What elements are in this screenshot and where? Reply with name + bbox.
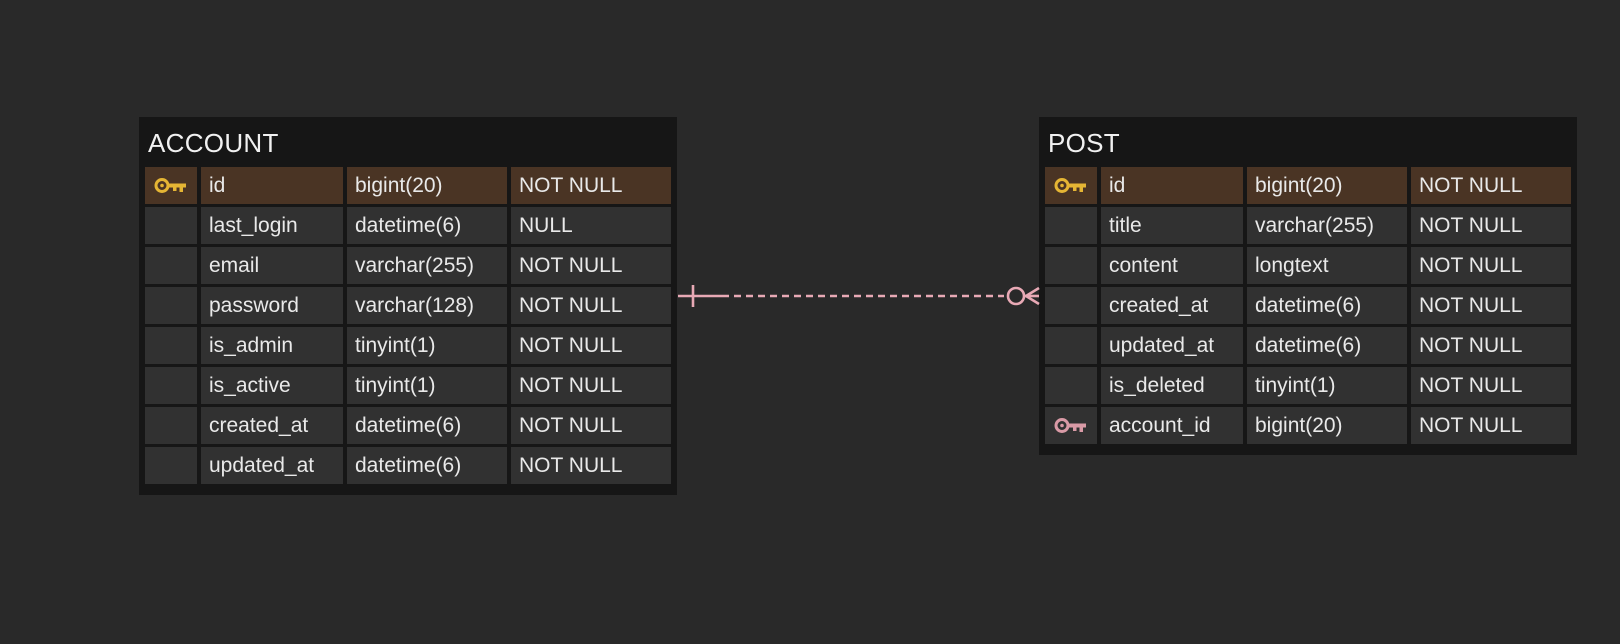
column-type: datetime(6) xyxy=(347,207,507,244)
column-nullability: NOT NULL xyxy=(1411,167,1571,204)
table-row[interactable]: is_admin tinyint(1) NOT NULL xyxy=(145,327,671,364)
column-nullability: NOT NULL xyxy=(511,327,671,364)
column-type: datetime(6) xyxy=(347,447,507,484)
table-row[interactable]: is_deleted tinyint(1) NOT NULL xyxy=(1045,367,1571,404)
table-row[interactable]: email varchar(255) NOT NULL xyxy=(145,247,671,284)
key-cell xyxy=(145,327,197,364)
column-name: is_deleted xyxy=(1101,367,1243,404)
column-type: varchar(255) xyxy=(1247,207,1407,244)
column-type: bigint(20) xyxy=(1247,167,1407,204)
column-nullability: NOT NULL xyxy=(1411,287,1571,324)
post-table-title: POST xyxy=(1048,128,1120,158)
table-row[interactable]: password varchar(128) NOT NULL xyxy=(145,287,671,324)
account-table-title: ACCOUNT xyxy=(148,128,279,158)
key-cell xyxy=(1045,167,1097,204)
column-nullability: NOT NULL xyxy=(1411,247,1571,284)
column-type: tinyint(1) xyxy=(347,367,507,404)
key-cell xyxy=(1045,327,1097,364)
key-cell xyxy=(145,167,197,204)
column-type: tinyint(1) xyxy=(347,327,507,364)
column-nullability: NOT NULL xyxy=(511,247,671,284)
table-row[interactable]: id bigint(20) NOT NULL xyxy=(145,167,671,204)
column-name: account_id xyxy=(1101,407,1243,444)
column-nullability: NOT NULL xyxy=(1411,367,1571,404)
column-nullability: NOT NULL xyxy=(511,287,671,324)
post-columns: id bigint(20) NOT NULL title varchar(255… xyxy=(1039,167,1577,444)
key-cell xyxy=(1045,207,1097,244)
table-row[interactable]: id bigint(20) NOT NULL xyxy=(1045,167,1571,204)
key-cell xyxy=(145,207,197,244)
account-table[interactable]: ACCOUNT id bigint(20) NOT NULL last_logi… xyxy=(139,117,677,495)
table-row[interactable]: updated_at datetime(6) NOT NULL xyxy=(145,447,671,484)
column-name: id xyxy=(1101,167,1243,204)
column-nullability: NOT NULL xyxy=(1411,407,1571,444)
key-cell xyxy=(145,247,197,284)
column-name: id xyxy=(201,167,343,204)
column-name: created_at xyxy=(201,407,343,444)
column-type: longtext xyxy=(1247,247,1407,284)
column-nullability: NOT NULL xyxy=(511,407,671,444)
column-name: is_active xyxy=(201,367,343,404)
key-cell xyxy=(1045,367,1097,404)
table-row[interactable]: account_id bigint(20) NOT NULL xyxy=(1045,407,1571,444)
post-table[interactable]: POST id bigint(20) NOT NULL title varcha… xyxy=(1039,117,1577,455)
column-nullability: NOT NULL xyxy=(511,447,671,484)
column-name: is_admin xyxy=(201,327,343,364)
key-cell xyxy=(145,447,197,484)
column-name: email xyxy=(201,247,343,284)
table-row[interactable]: created_at datetime(6) NOT NULL xyxy=(1045,287,1571,324)
table-row[interactable]: is_active tinyint(1) NOT NULL xyxy=(145,367,671,404)
table-row[interactable]: updated_at datetime(6) NOT NULL xyxy=(1045,327,1571,364)
table-row[interactable]: content longtext NOT NULL xyxy=(1045,247,1571,284)
account-columns: id bigint(20) NOT NULL last_login dateti… xyxy=(139,167,677,484)
table-row[interactable]: created_at datetime(6) NOT NULL xyxy=(145,407,671,444)
column-type: datetime(6) xyxy=(1247,327,1407,364)
column-name: updated_at xyxy=(1101,327,1243,364)
column-name: content xyxy=(1101,247,1243,284)
column-nullability: NOT NULL xyxy=(511,367,671,404)
key-cell xyxy=(145,287,197,324)
key-cell xyxy=(1045,287,1097,324)
column-nullability: NOT NULL xyxy=(1411,207,1571,244)
column-name: updated_at xyxy=(201,447,343,484)
crow-foot-upper xyxy=(1025,286,1040,298)
primary-key-icon xyxy=(1054,177,1086,193)
crow-foot-lower xyxy=(1025,294,1040,306)
table-row[interactable]: last_login datetime(6) NULL xyxy=(145,207,671,244)
column-nullability: NULL xyxy=(511,207,671,244)
key-cell xyxy=(145,407,197,444)
zero-optional-circle xyxy=(1006,286,1026,306)
column-nullability: NOT NULL xyxy=(1411,327,1571,364)
column-type: bigint(20) xyxy=(1247,407,1407,444)
primary-key-icon xyxy=(154,177,186,193)
column-name: created_at xyxy=(1101,287,1243,324)
column-nullability: NOT NULL xyxy=(511,167,671,204)
column-name: title xyxy=(1101,207,1243,244)
column-type: datetime(6) xyxy=(347,407,507,444)
key-cell xyxy=(1045,247,1097,284)
column-type: varchar(255) xyxy=(347,247,507,284)
column-name: last_login xyxy=(201,207,343,244)
foreign-key-icon xyxy=(1054,417,1086,433)
key-cell xyxy=(145,367,197,404)
table-row[interactable]: title varchar(255) NOT NULL xyxy=(1045,207,1571,244)
column-type: bigint(20) xyxy=(347,167,507,204)
column-type: varchar(128) xyxy=(347,287,507,324)
column-type: datetime(6) xyxy=(1247,287,1407,324)
column-type: tinyint(1) xyxy=(1247,367,1407,404)
key-cell xyxy=(1045,407,1097,444)
column-name: password xyxy=(201,287,343,324)
